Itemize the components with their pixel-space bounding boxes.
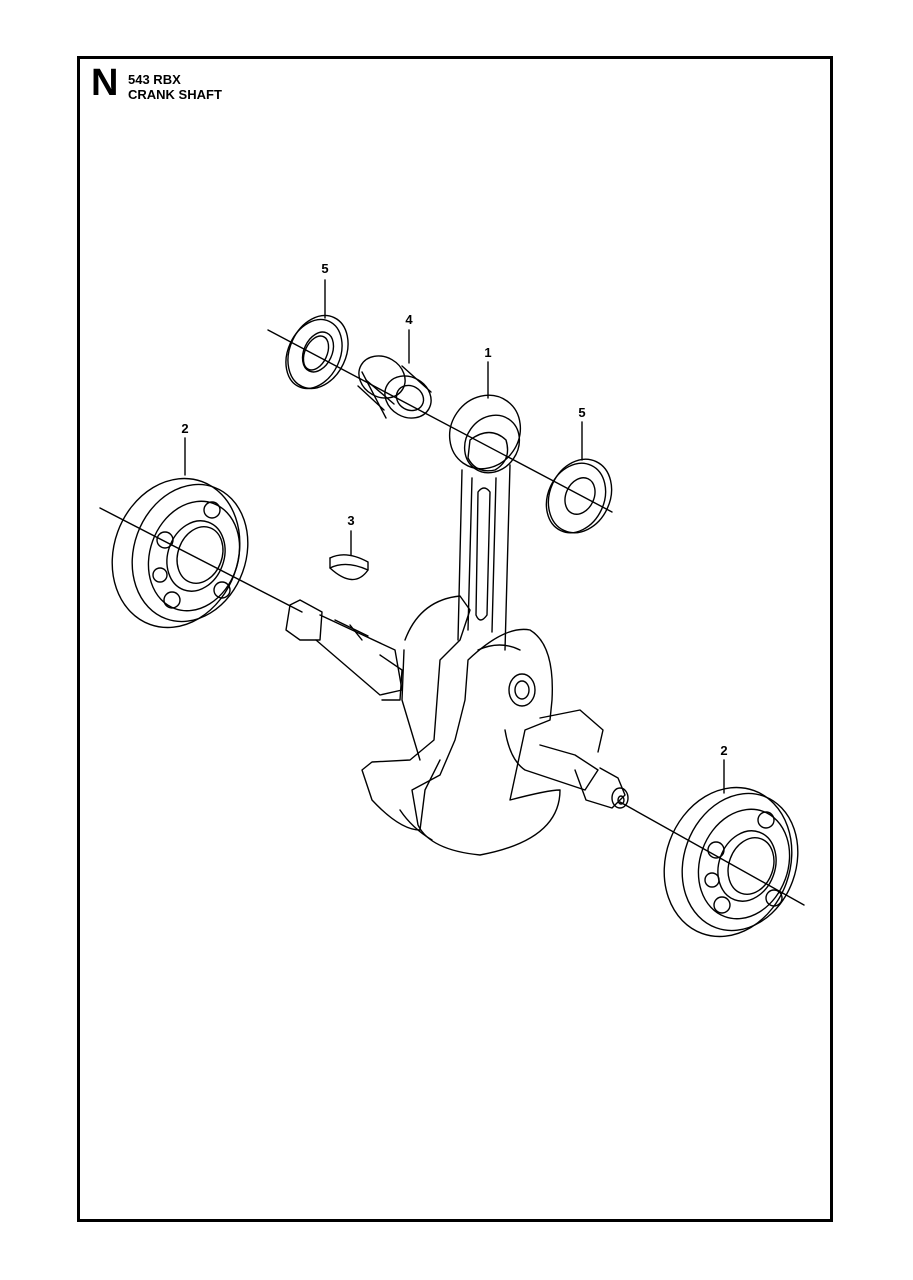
callout-2-left: 2	[181, 421, 188, 436]
crankshaft	[285, 595, 629, 856]
needle-bearing	[357, 355, 432, 419]
page-frame	[77, 56, 833, 1222]
washer-top	[285, 314, 349, 390]
callout-2-right: 2	[720, 743, 727, 758]
page-title: CRANK SHAFT	[128, 87, 222, 102]
lower-left-axis-line	[99, 507, 303, 613]
model-name: 543 RBX	[128, 72, 181, 87]
callout-5-top: 5	[321, 261, 328, 276]
ball-bearing-right	[663, 786, 799, 938]
connecting-rod	[448, 394, 522, 651]
woodruff-key	[329, 554, 369, 581]
section-letter: N	[91, 62, 119, 104]
washer-right	[545, 458, 613, 534]
upper-axis-line	[267, 329, 613, 513]
lower-right-axis-line	[619, 801, 805, 906]
callout-1: 1	[484, 345, 491, 360]
ball-bearing-left	[111, 477, 249, 629]
callout-4: 4	[405, 312, 413, 327]
callout-3: 3	[347, 513, 354, 528]
title-block: 543 RBX CRANK SHAFT	[128, 72, 222, 102]
callout-5-right: 5	[578, 405, 585, 420]
